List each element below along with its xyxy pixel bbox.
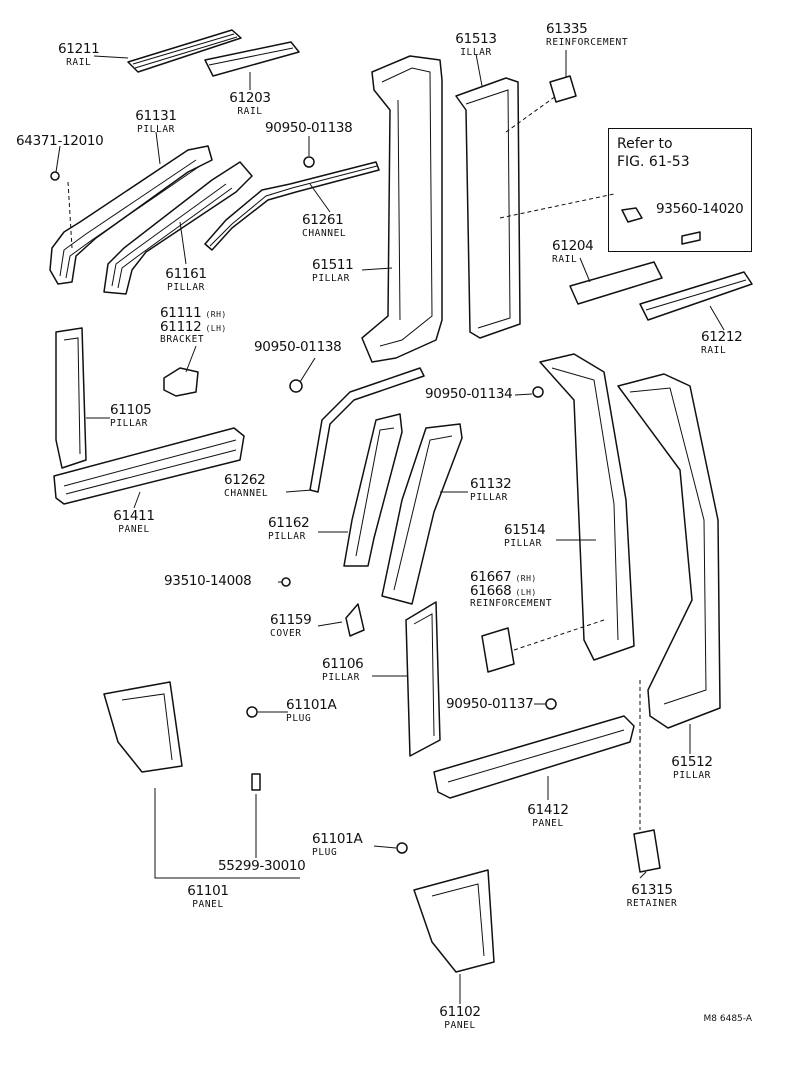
panel-61411 (53, 427, 245, 505)
pillar-61161 (103, 161, 253, 295)
callout-61667-61668: 61667 (RH) 61668 (LH) REINFORCEMENT (470, 569, 553, 609)
rail-61211 (127, 29, 242, 73)
callout-93510-14008: 93510-14008 (164, 573, 252, 589)
pillar-61106 (405, 601, 441, 757)
callout-61111-61112: 61111 (RH) 61112 (LH) BRACKET (160, 305, 227, 345)
panel-61412 (433, 715, 635, 799)
callout-90950-01134: 90950-01134 (425, 386, 513, 402)
drawing-code: M8 6485-A (703, 1014, 752, 1024)
pillar-61513 (455, 77, 521, 339)
reinforcement-61667 (481, 627, 515, 673)
pillar-61512 (617, 373, 721, 729)
pillar-61514 (539, 353, 635, 661)
clip-93560 (621, 207, 701, 245)
callout-64371-12010: 64371-12010 (16, 133, 104, 149)
cover-61159 (345, 603, 365, 637)
callout-93560-14020: 93560-14020 (656, 201, 744, 217)
callout-90950-01138-top: 90950-01138 (265, 120, 353, 136)
pillar-61131 (49, 145, 213, 285)
rail-61212 (639, 271, 753, 321)
bracket-61111 (163, 367, 199, 397)
callout-55299-30010: 55299-30010 (218, 858, 306, 874)
rail-61204 (569, 261, 663, 305)
callout-90950-01137: 90950-01137 (446, 696, 534, 712)
rail-61203 (204, 41, 300, 77)
reinforcement-61335 (549, 75, 577, 103)
pillar-61511 (361, 55, 443, 363)
pillar-61132 (381, 423, 463, 605)
callout-90950-01138-mid: 90950-01138 (254, 339, 342, 355)
pillar-61105 (55, 327, 87, 469)
reference-text: Refer to FIG. 61-53 (617, 136, 690, 170)
reference-box: Refer to FIG. 61-53 (608, 128, 752, 252)
panel-61101 (103, 681, 183, 773)
pillar-61162 (343, 413, 403, 567)
channel-61262 (309, 367, 425, 493)
leader-lines (55, 50, 725, 1004)
channel-61261 (204, 161, 380, 251)
retainer-61315 (633, 829, 661, 873)
panel-61102 (413, 869, 495, 973)
